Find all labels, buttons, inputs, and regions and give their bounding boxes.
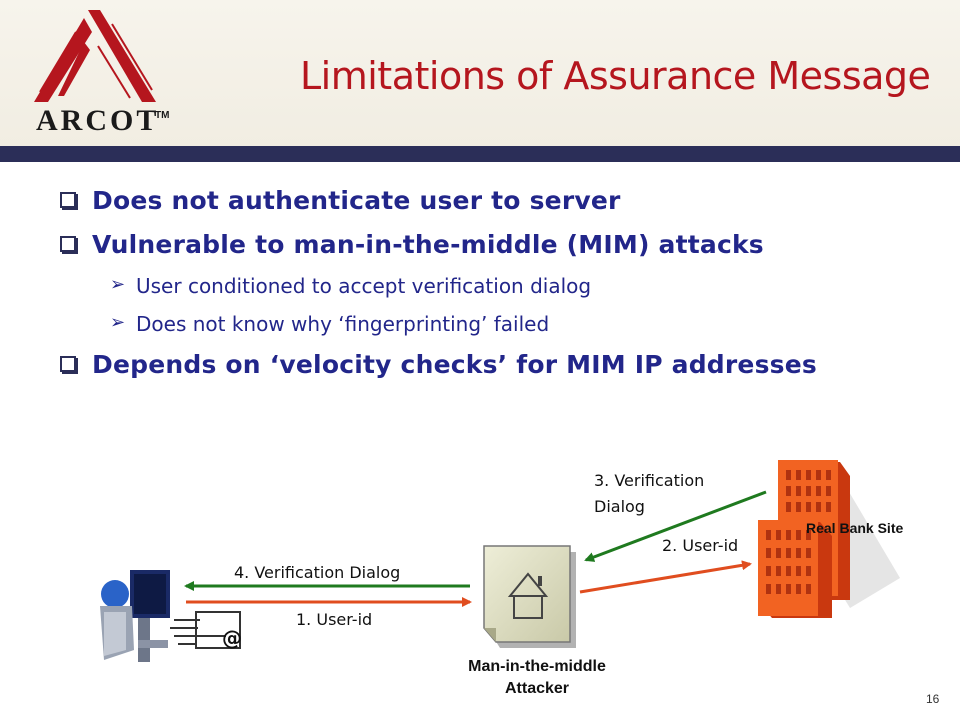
sub-bullet-item: ➢ Does not know why ‘fingerprinting’ fai… bbox=[110, 312, 940, 350]
bullet-item: Depends on ‘velocity checks’ for MIM IP … bbox=[60, 350, 940, 394]
bullet-item: Vulnerable to man-in-the-middle (MIM) at… bbox=[60, 230, 940, 274]
page-number: 16 bbox=[926, 692, 940, 706]
bank-building-icon bbox=[758, 460, 900, 618]
email-at-sign: @ bbox=[222, 626, 242, 650]
label-step3-line2: Dialog bbox=[594, 497, 645, 516]
sub-bullet-item: ➢ User conditioned to accept verificatio… bbox=[110, 274, 940, 312]
label-step2: 2. User-id bbox=[662, 536, 739, 555]
attacker-label-line1: Man-in-the-middle bbox=[468, 658, 606, 675]
label-step3-line1: 3. Verification bbox=[594, 471, 705, 490]
arrow-bullet-icon: ➢ bbox=[110, 312, 126, 333]
slide-header bbox=[0, 0, 960, 148]
sub-bullet-text: User conditioned to accept verification … bbox=[136, 274, 592, 298]
header-divider-bar bbox=[0, 146, 960, 162]
bullet-text: Vulnerable to man-in-the-middle (MIM) at… bbox=[92, 230, 764, 259]
sub-bullet-text: Does not know why ‘fingerprinting’ faile… bbox=[136, 312, 550, 336]
bullet-text: Does not authenticate user to server bbox=[92, 186, 621, 215]
arcot-logo-icon bbox=[34, 10, 156, 102]
bullet-text: Depends on ‘velocity checks’ for MIM IP … bbox=[92, 350, 817, 379]
user-computer-icon bbox=[100, 570, 170, 662]
slide-title: Limitations of Assurance Message bbox=[300, 54, 931, 98]
label-step1: 1. User-id bbox=[296, 610, 373, 629]
logo-trademark: TM bbox=[155, 110, 170, 121]
square-bullet-icon bbox=[60, 192, 76, 208]
label-step4: 4. Verification Dialog bbox=[234, 563, 401, 582]
square-bullet-icon bbox=[60, 236, 76, 252]
attacker-label-line2: Attacker bbox=[504, 680, 570, 697]
attacker-document-icon bbox=[483, 545, 576, 648]
bullet-item: Does not authenticate user to server bbox=[60, 186, 940, 230]
bullet-list: Does not authenticate user to server Vul… bbox=[60, 186, 940, 394]
arrow-step2-user-id bbox=[579, 560, 752, 594]
square-bullet-icon bbox=[60, 356, 76, 372]
bank-label: Real Bank Site bbox=[806, 520, 904, 536]
arrow-bullet-icon: ➢ bbox=[110, 274, 126, 295]
logo-wordmark: ARCOT bbox=[36, 104, 160, 137]
